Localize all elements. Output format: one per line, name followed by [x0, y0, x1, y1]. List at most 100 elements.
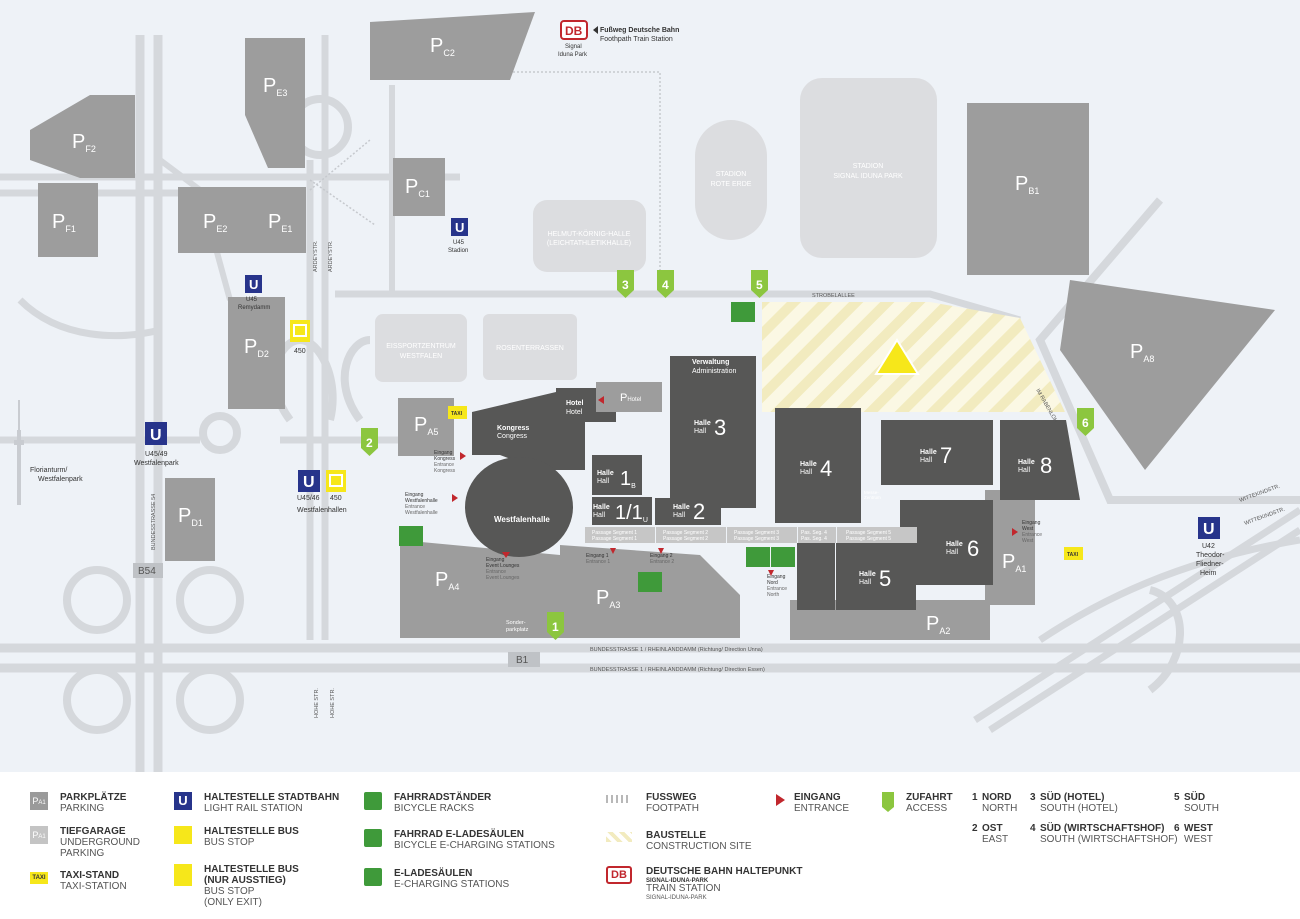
svg-text:Entrance: Entrance — [767, 586, 787, 592]
svg-text:PD1: PD1 — [178, 505, 203, 528]
svg-text:U45: U45 — [246, 297, 258, 303]
svg-text:ARDEYSTR.: ARDEYSTR. — [328, 240, 334, 272]
svg-text:Iduna Park: Iduna Park — [558, 52, 588, 58]
db-icon: DB — [606, 866, 632, 884]
svg-text:BUNDESSTRASSE 1 / RHEINLANDDAM: BUNDESSTRASSE 1 / RHEINLANDDAMM (Richtun… — [590, 667, 765, 673]
svg-text:Entrance 1: Entrance 1 — [586, 559, 610, 565]
svg-text:6: 6 — [967, 536, 979, 561]
svg-text:West: West — [1022, 538, 1034, 544]
svg-text:Westfalenhalle: Westfalenhalle — [405, 510, 438, 516]
svg-text:Eingang: Eingang — [486, 557, 505, 563]
svg-text:7: 7 — [940, 443, 952, 468]
bicycle-icon — [364, 792, 382, 810]
svg-text:B1: B1 — [516, 655, 529, 666]
svg-text:U42: U42 — [1202, 543, 1215, 550]
svg-text:Halle: Halle — [1018, 459, 1035, 466]
svg-text:Westfalenhalle: Westfalenhalle — [494, 515, 550, 524]
svg-text:450: 450 — [330, 495, 342, 502]
svg-text:Hall: Hall — [694, 428, 707, 435]
svg-text:PF1: PF1 — [52, 211, 76, 234]
svg-text:Eingang: Eingang — [1022, 520, 1041, 526]
svg-text:North: North — [767, 592, 779, 598]
svg-text:Foothpath Train Station: Foothpath Train Station — [600, 36, 673, 43]
svg-text:PA5: PA5 — [414, 414, 438, 437]
svg-text:Eingang 1: Eingang 1 — [586, 553, 609, 559]
svg-text:ROSENTERRASSEN: ROSENTERRASSEN — [496, 345, 564, 352]
svg-text:Entrance 2: Entrance 2 — [650, 559, 674, 565]
svg-text:4: 4 — [662, 278, 669, 292]
svg-text:PC2: PC2 — [430, 35, 455, 58]
svg-text:Kongress: Kongress — [497, 425, 529, 432]
svg-text:PC1: PC1 — [405, 176, 430, 199]
svg-text:PA3: PA3 — [596, 587, 620, 610]
construction-sign-icon — [874, 338, 920, 375]
svg-text:Passage Segment 3: Passage Segment 3 — [734, 530, 779, 536]
svg-text:Hotel: Hotel — [566, 400, 584, 407]
svg-text:Pas. Seg. 4: Pas. Seg. 4 — [801, 536, 827, 542]
halls — [465, 356, 1080, 610]
svg-text:Halle: Halle — [673, 504, 690, 511]
car-charging-icon — [364, 868, 382, 886]
svg-text:BUNDESSTRASSE 1 / RHEINLANDDAM: BUNDESSTRASSE 1 / RHEINLANDDAMM (Richtun… — [590, 647, 763, 653]
svg-text:U: U — [249, 277, 258, 292]
svg-text:Passage Segment 5: Passage Segment 5 — [846, 536, 891, 542]
svg-text:PE3: PE3 — [263, 75, 287, 98]
footpath-icon — [606, 795, 630, 803]
svg-text:Entrance: Entrance — [405, 504, 425, 510]
svg-text:Hall: Hall — [946, 549, 959, 556]
svg-text:Eingang 2: Eingang 2 — [650, 553, 673, 559]
svg-text:parkplatz: parkplatz — [506, 627, 529, 633]
svg-text:Signal: Signal — [565, 44, 582, 50]
svg-text:PE2: PE2 — [203, 211, 227, 234]
svg-text:PA1: PA1 — [1002, 551, 1026, 574]
svg-text:U: U — [150, 427, 162, 444]
svg-text:PA2: PA2 — [926, 613, 950, 636]
svg-text:U45: U45 — [453, 240, 465, 246]
parking-labels: PF2 PF1 PE3 PE2 PE1 PC2 PC1 PB1 PA8 PD2 … — [52, 35, 1154, 636]
svg-text:Passage Segment 3: Passage Segment 3 — [734, 536, 779, 542]
svg-text:6: 6 — [1082, 416, 1089, 430]
svg-text:STADION: STADION — [716, 171, 747, 178]
svg-text:Halle: Halle — [597, 470, 614, 477]
svg-text:PA8: PA8 — [1130, 341, 1154, 364]
svg-text:HOHE STR.: HOHE STR. — [330, 688, 336, 718]
passages — [585, 527, 917, 543]
svg-text:Hall: Hall — [920, 457, 933, 464]
svg-text:U: U — [303, 474, 315, 491]
svg-text:Pas. Seg. 4: Pas. Seg. 4 — [801, 530, 827, 536]
svg-text:Sonder-: Sonder- — [506, 620, 526, 626]
svg-text:PHotel: PHotel — [620, 392, 641, 404]
svg-text:STROBELALLEE: STROBELALLEE — [812, 293, 855, 299]
svg-text:Verwaltung: Verwaltung — [692, 359, 729, 366]
svg-text:Halle: Halle — [859, 571, 876, 578]
svg-text:PB1: PB1 — [1015, 173, 1039, 196]
svg-text:Passage Segment 1: Passage Segment 1 — [592, 530, 637, 536]
access-marker-icon — [882, 792, 894, 812]
svg-text:5: 5 — [756, 278, 763, 292]
bus-stops: 450 450 — [290, 320, 346, 502]
svg-text:1/1U: 1/1U — [615, 502, 648, 524]
svg-text:U: U — [1203, 521, 1215, 538]
svg-text:PE1: PE1 — [268, 211, 292, 234]
svg-text:Kongress: Kongress — [434, 468, 456, 474]
svg-text:2: 2 — [693, 499, 705, 524]
svg-text:1B: 1B — [620, 468, 636, 490]
svg-text:Eingang: Eingang — [434, 450, 453, 456]
svg-text:3: 3 — [714, 415, 726, 440]
svg-text:4: 4 — [820, 456, 832, 481]
construction-icon — [606, 832, 632, 842]
road-shields: B54 B1 — [133, 563, 540, 667]
svg-text:Halle: Halle — [800, 461, 817, 468]
svg-text:DB: DB — [565, 24, 583, 38]
underground-parking-icon: PA1 — [30, 826, 48, 844]
legend: PA1 PARKPLÄTZE PARKING PA1 TIEFGARAGE UN… — [0, 772, 1300, 919]
svg-text:Stadion: Stadion — [448, 248, 468, 254]
taxi-icon: TAXI — [30, 872, 48, 884]
svg-text:SIGNAL IDUNA PARK: SIGNAL IDUNA PARK — [833, 173, 903, 180]
svg-text:HOHE STR.: HOHE STR. — [314, 688, 320, 718]
svg-text:EISSPORTZENTRUM: EISSPORTZENTRUM — [386, 343, 456, 350]
svg-text:Halle: Halle — [694, 420, 711, 427]
svg-text:Florianturm/: Florianturm/ — [30, 467, 67, 474]
svg-text:(LEICHTATHLETIKHALLE): (LEICHTATHLETIKHALLE) — [547, 240, 631, 247]
